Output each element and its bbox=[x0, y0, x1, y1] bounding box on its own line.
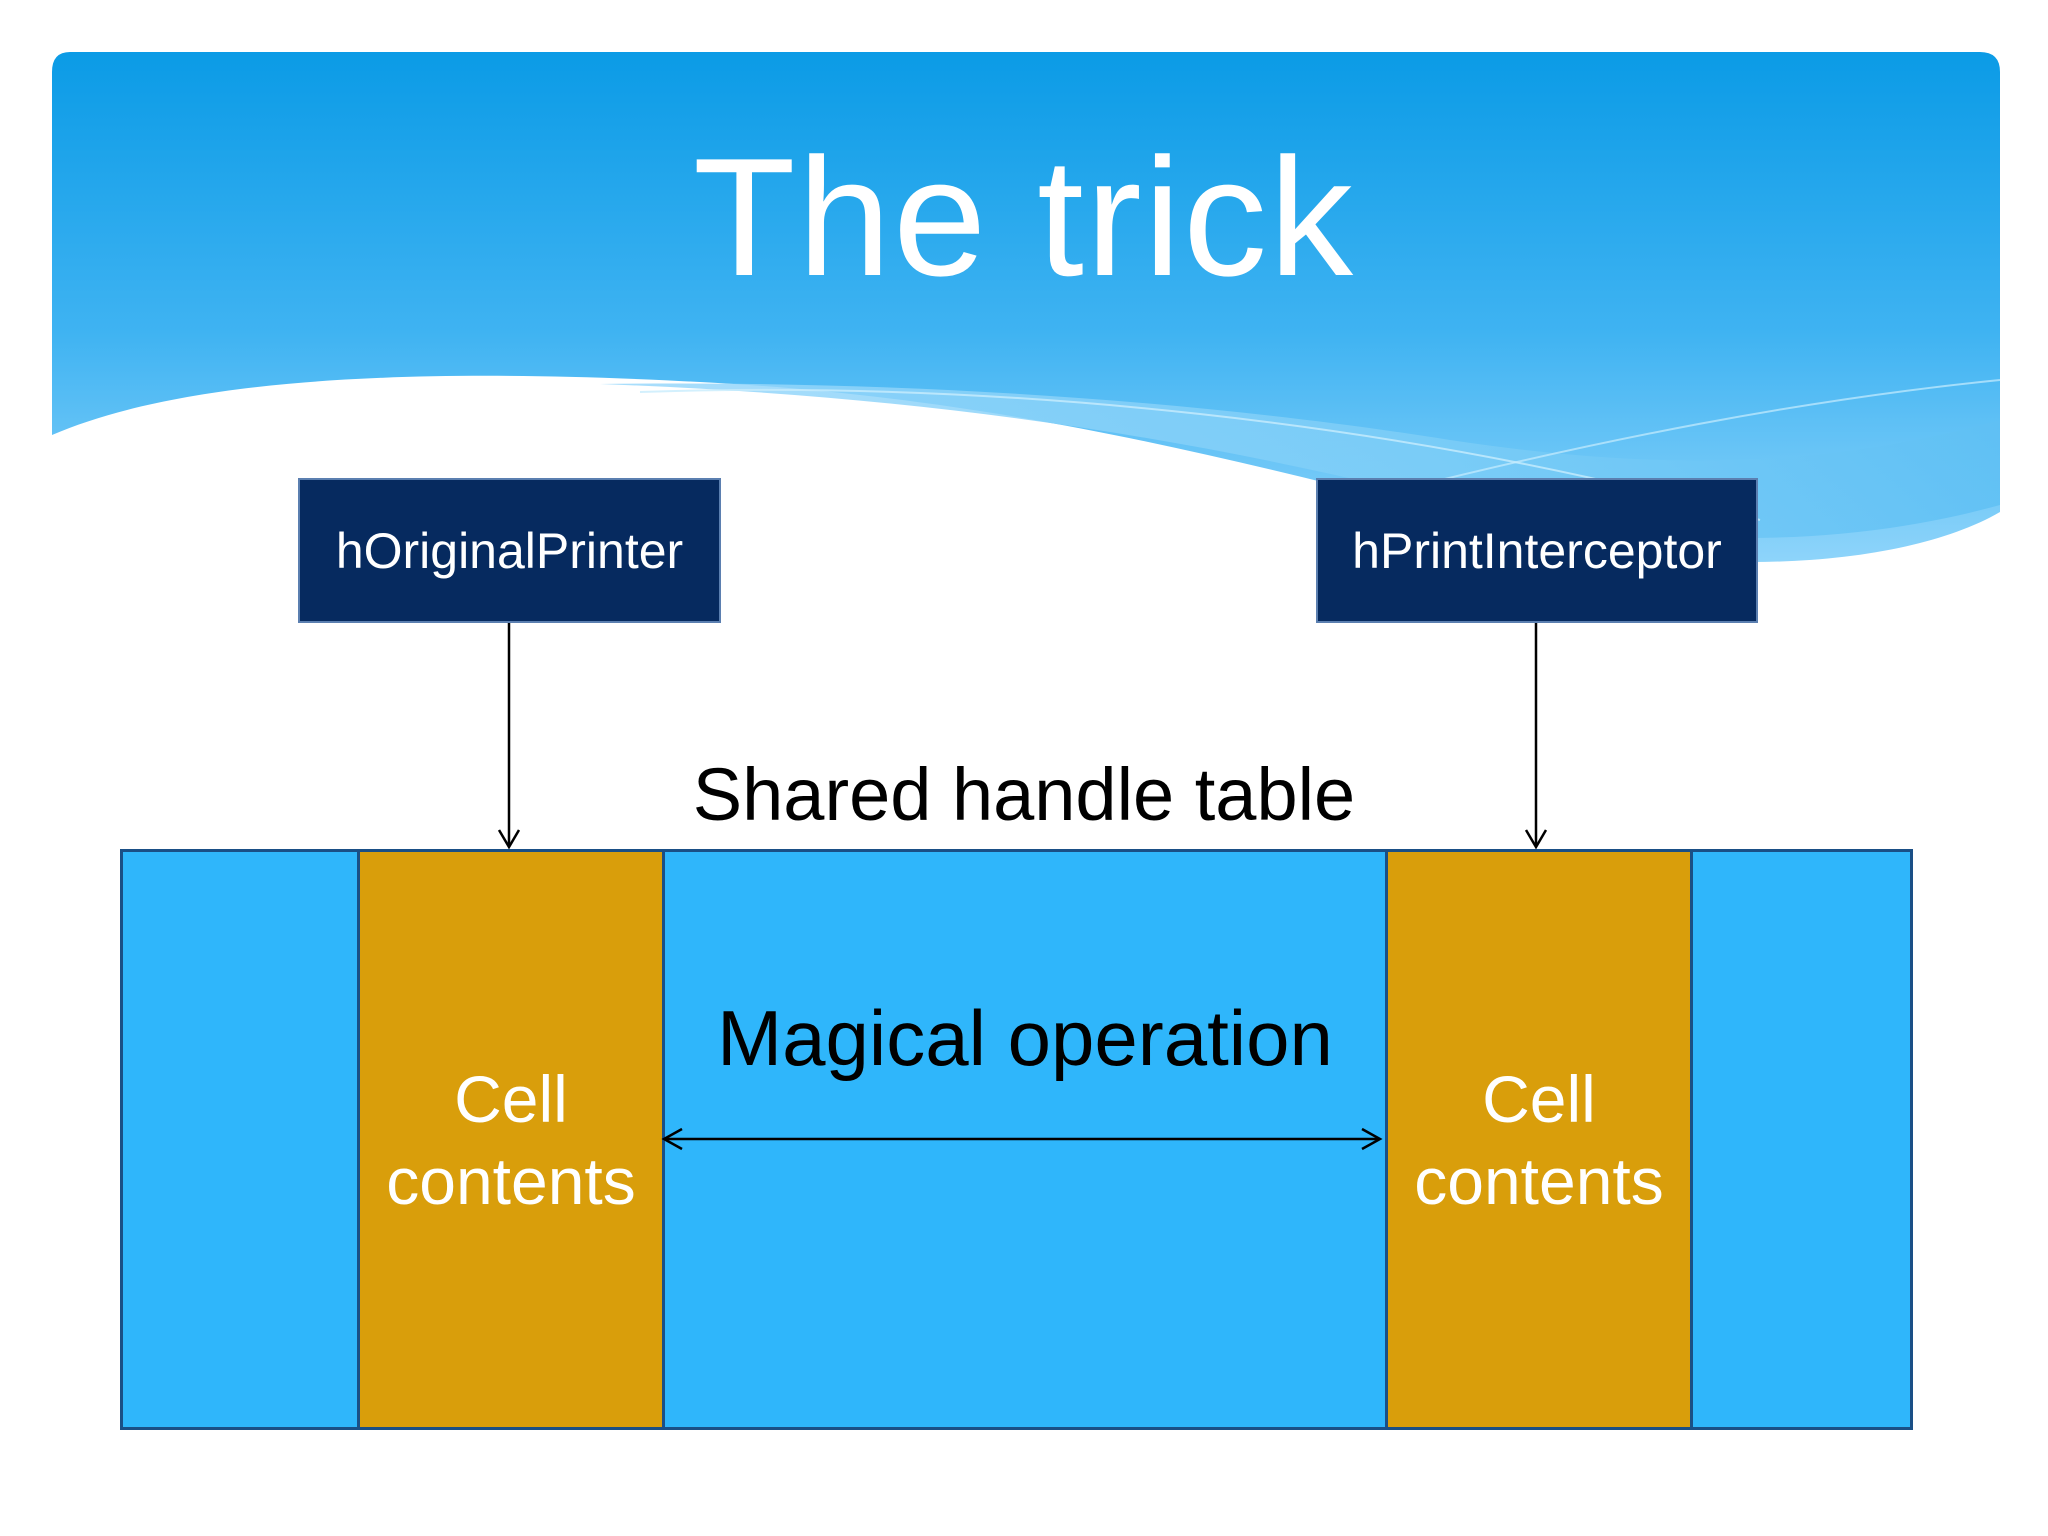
table-cell-left: Cell contents bbox=[357, 852, 665, 1427]
cell-label-line2: contents bbox=[1414, 1143, 1664, 1218]
header-wave-line bbox=[1399, 379, 2001, 491]
header-background bbox=[52, 52, 2000, 562]
handle-box-print-interceptor: hPrintInterceptor bbox=[1316, 478, 1758, 623]
handle-label-print-interceptor: hPrintInterceptor bbox=[1352, 522, 1722, 579]
shared-handle-table: Cell contents Cell contents bbox=[120, 849, 1913, 1430]
cell-label-line2: contents bbox=[386, 1143, 636, 1218]
operation-label: Magical operation bbox=[717, 994, 1333, 1082]
table-cell-right: Cell contents bbox=[1385, 852, 1693, 1427]
cell-label-line1: Cell bbox=[454, 1061, 568, 1136]
slide-title: The trick bbox=[692, 123, 1356, 311]
handle-box-original-printer: hOriginalPrinter bbox=[298, 478, 721, 623]
handle-label-original-printer: hOriginalPrinter bbox=[335, 522, 684, 579]
cell-label-line1: Cell bbox=[1482, 1061, 1596, 1136]
table-caption: Shared handle table bbox=[692, 753, 1356, 836]
